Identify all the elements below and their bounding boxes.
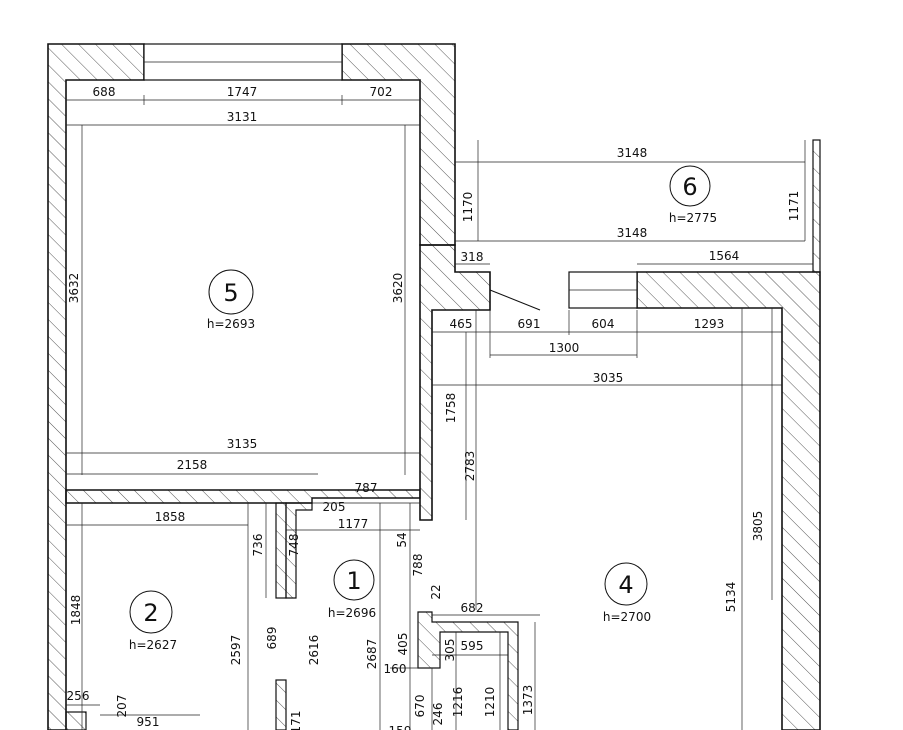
dim-951: 951 xyxy=(137,715,160,729)
room-1-height: h=2696 xyxy=(328,606,376,620)
wall-partition-2 xyxy=(275,679,287,730)
dim-3131: 3131 xyxy=(227,110,258,124)
dim-318: 318 xyxy=(461,250,484,264)
dim-670: 670 xyxy=(413,695,427,718)
dim-1216: 1216 xyxy=(451,687,465,718)
dim-604: 604 xyxy=(592,317,615,331)
room-6-label: 6 h=2775 xyxy=(669,165,717,225)
dim-1848: 1848 xyxy=(69,595,83,626)
wall-room5-outer xyxy=(47,43,145,730)
dim-205: 205 xyxy=(323,500,346,514)
dim-2783: 2783 xyxy=(463,451,477,482)
dim-171: 171 xyxy=(289,711,303,730)
room-4-number: 4 xyxy=(618,571,633,599)
dim-305: 305 xyxy=(443,639,457,662)
dim-748: 748 xyxy=(287,534,301,557)
dim-1747: 1747 xyxy=(227,85,258,99)
room-2-height: h=2627 xyxy=(129,638,177,652)
room-1-number: 1 xyxy=(346,567,361,595)
dim-1300: 1300 xyxy=(549,341,580,355)
dimension-labels: 688 1747 702 3131 3135 2158 3148 3148 31… xyxy=(67,85,801,730)
room-labels: 5 h=2693 6 h=2775 1 h=2696 2 h=2627 4 h=… xyxy=(129,165,717,652)
dim-207: 207 xyxy=(115,695,129,718)
dimension-lines xyxy=(66,95,813,730)
walls xyxy=(47,43,821,730)
room-4-height: h=2700 xyxy=(603,610,651,624)
dim-3148-top: 3148 xyxy=(617,146,648,160)
dim-3035: 3035 xyxy=(593,371,624,385)
room-5-label: 5 h=2693 xyxy=(207,269,255,331)
room-4-label: 4 h=2700 xyxy=(603,562,651,624)
wall-room6-bottom xyxy=(636,271,821,730)
dim-159: 159 xyxy=(389,724,412,730)
room-5-number: 5 xyxy=(223,279,238,307)
dim-405: 405 xyxy=(396,633,410,656)
dim-3148-bottom: 3148 xyxy=(617,226,648,240)
dim-5134: 5134 xyxy=(724,582,738,613)
dim-682: 682 xyxy=(461,601,484,615)
dim-22: 22 xyxy=(429,584,443,599)
dim-3135: 3135 xyxy=(227,437,258,451)
dim-160: 160 xyxy=(384,662,407,676)
dim-1177: 1177 xyxy=(338,517,369,531)
wall-partition-1 xyxy=(275,502,287,599)
room-6-number: 6 xyxy=(682,173,697,201)
room-2-label: 2 h=2627 xyxy=(129,590,177,652)
dim-2687: 2687 xyxy=(365,639,379,670)
wall-room6-right xyxy=(812,139,821,273)
wall-room5-right xyxy=(419,244,491,521)
dim-788: 788 xyxy=(411,554,425,577)
door-swing xyxy=(489,289,541,311)
dim-3620: 3620 xyxy=(391,273,405,304)
wall-bottom-left-stub xyxy=(65,711,87,730)
wall-room5-top-right xyxy=(341,43,456,246)
dim-3632: 3632 xyxy=(67,273,81,304)
dim-54: 54 xyxy=(395,532,409,547)
dim-2158: 2158 xyxy=(177,458,208,472)
dim-256: 256 xyxy=(67,689,90,703)
dim-1758: 1758 xyxy=(444,393,458,424)
dim-1210: 1210 xyxy=(483,687,497,718)
room-5-height: h=2693 xyxy=(207,317,255,331)
wall-room5-bottom xyxy=(65,489,421,504)
dim-736: 736 xyxy=(251,534,265,557)
dim-2597: 2597 xyxy=(229,635,243,666)
room-2-number: 2 xyxy=(143,599,158,627)
dim-1171: 1171 xyxy=(787,191,801,222)
room-1-label: 1 h=2696 xyxy=(328,559,376,620)
dim-787: 787 xyxy=(355,481,378,495)
dim-702: 702 xyxy=(370,85,393,99)
dim-1293: 1293 xyxy=(694,317,725,331)
dim-1858: 1858 xyxy=(155,510,186,524)
dim-1170: 1170 xyxy=(461,192,475,223)
dim-595: 595 xyxy=(461,639,484,653)
dim-1373: 1373 xyxy=(521,685,535,716)
room-6-height: h=2775 xyxy=(669,211,717,225)
dim-246: 246 xyxy=(431,703,445,726)
dim-3805: 3805 xyxy=(751,511,765,542)
dim-689: 689 xyxy=(265,627,279,650)
dim-2616: 2616 xyxy=(307,635,321,666)
dim-465: 465 xyxy=(450,317,473,331)
dim-688: 688 xyxy=(93,85,116,99)
dim-691: 691 xyxy=(518,317,541,331)
dim-1564: 1564 xyxy=(709,249,740,263)
